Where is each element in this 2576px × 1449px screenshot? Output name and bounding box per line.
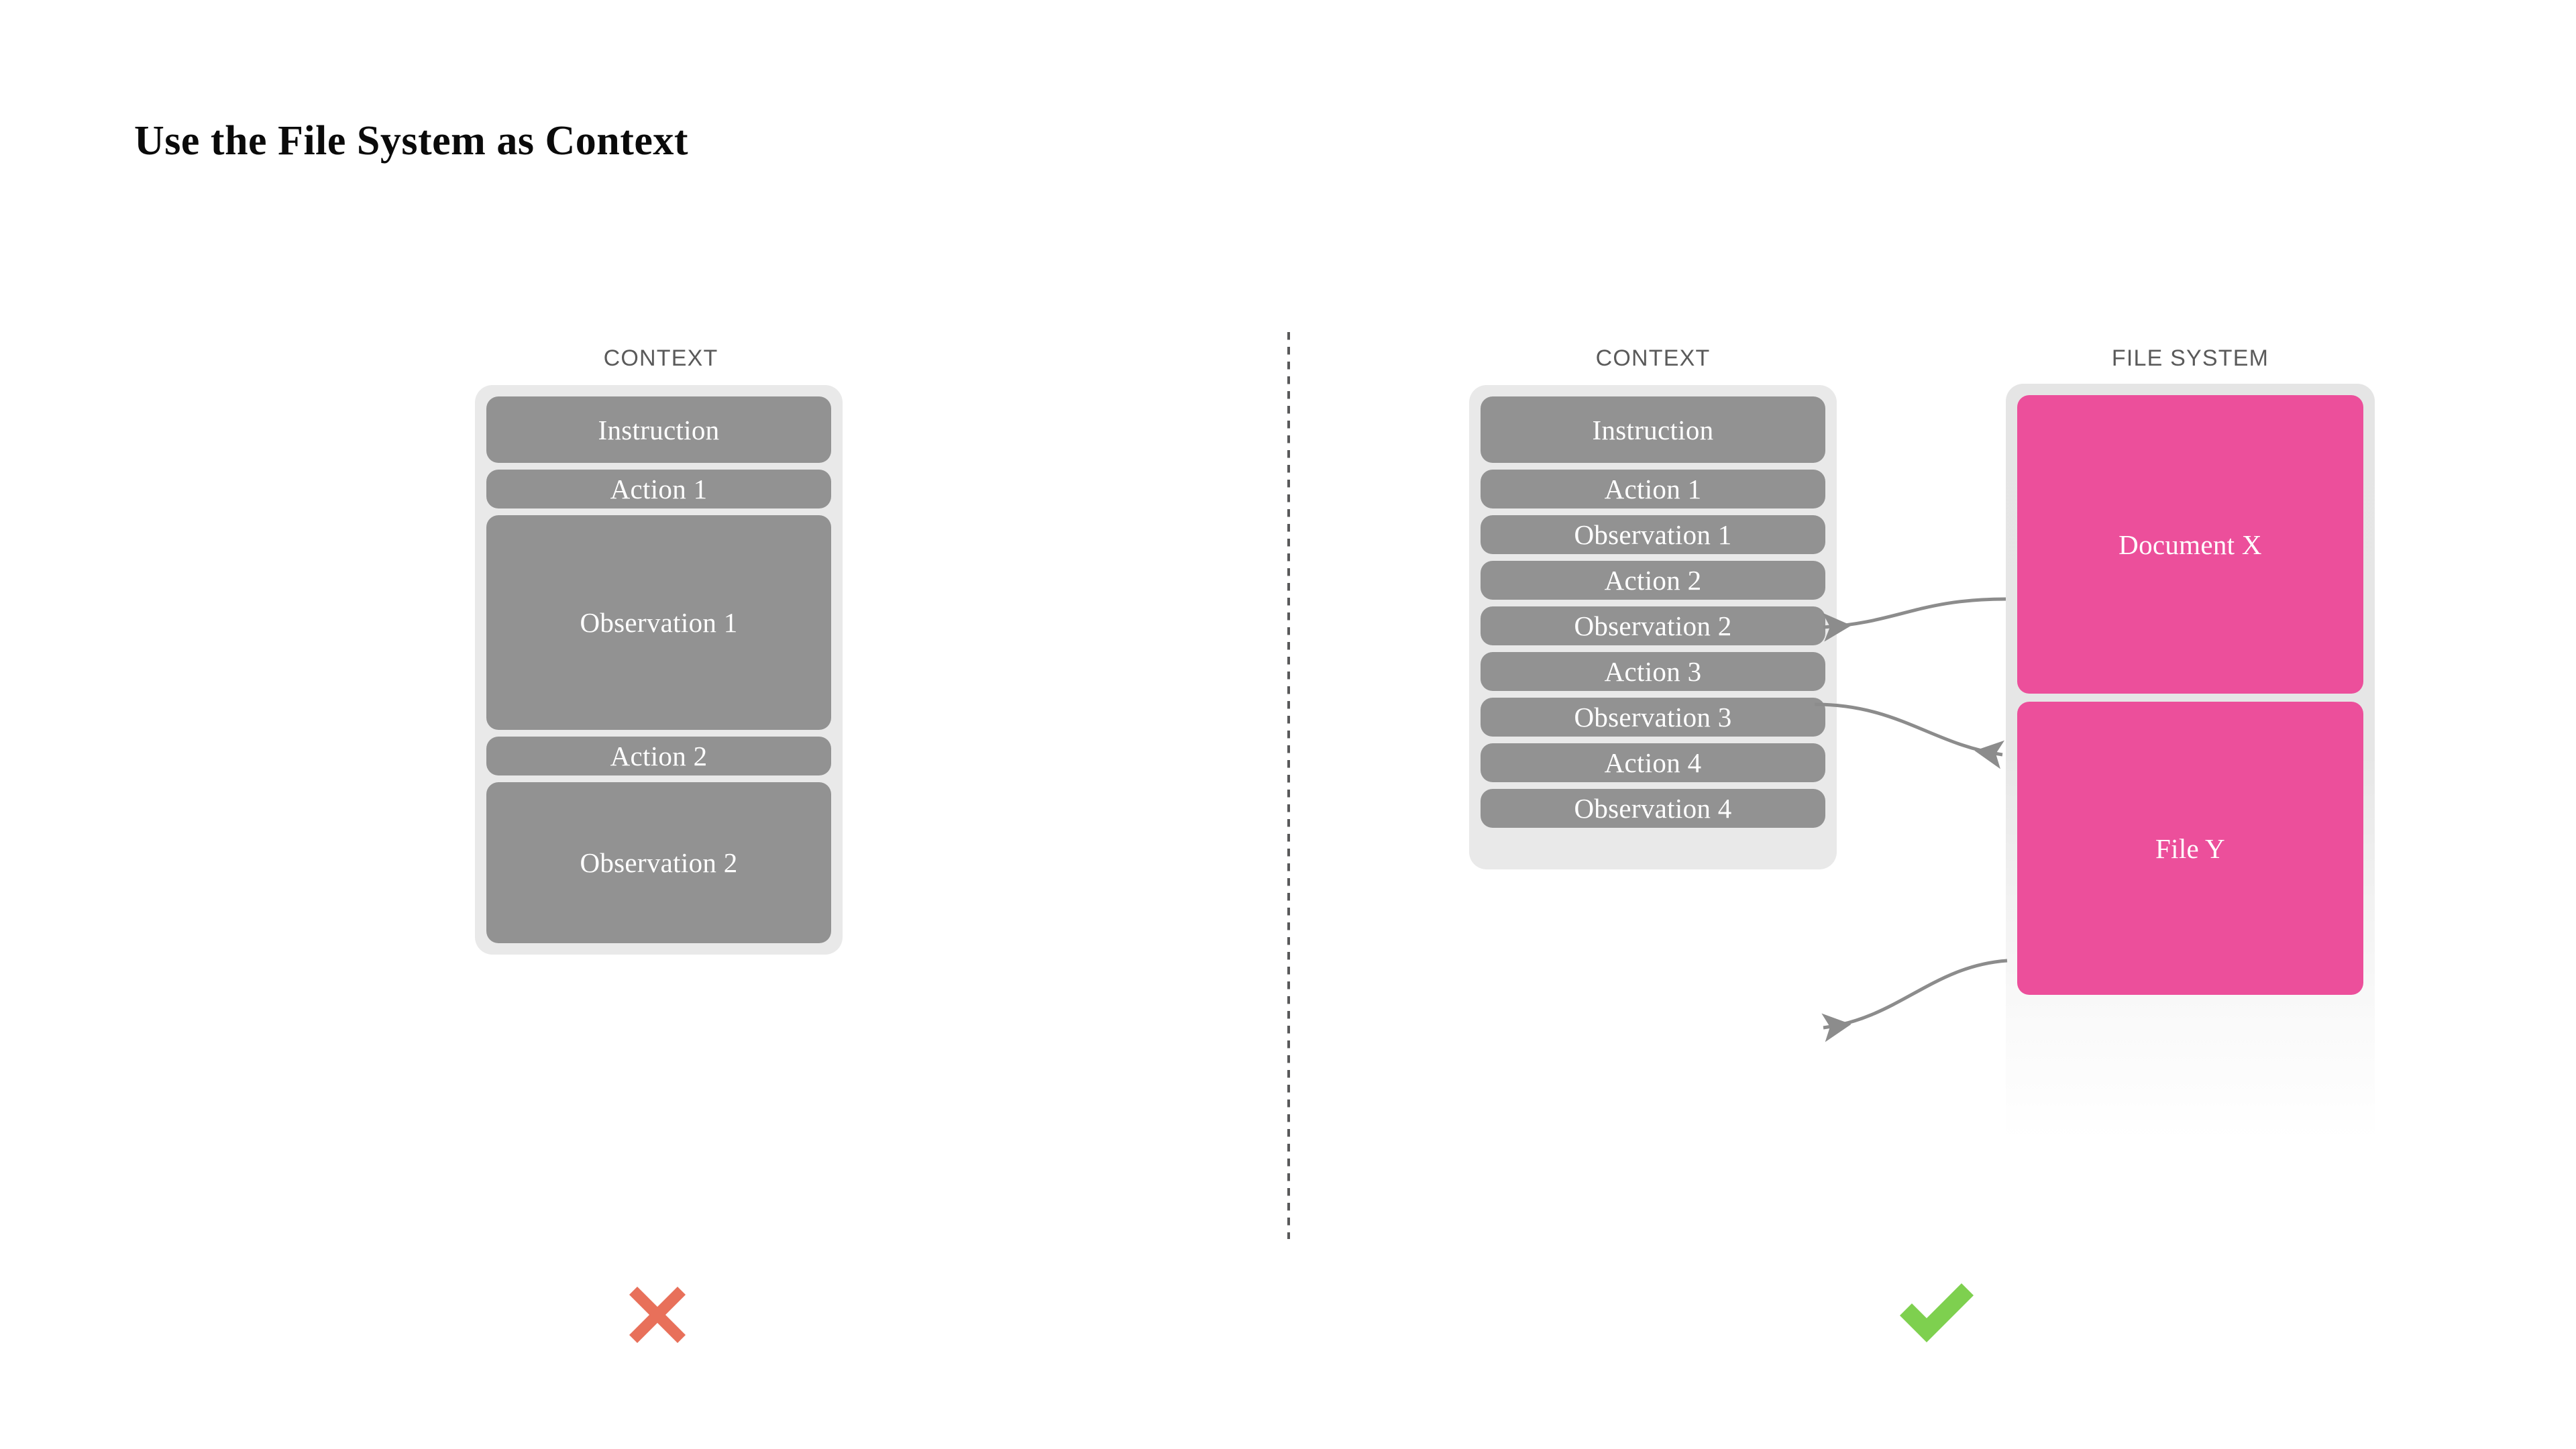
left-context-block: Observation 1 bbox=[486, 515, 831, 730]
right-context-block: Observation 3 bbox=[1481, 698, 1825, 737]
right-context-block-label: Instruction bbox=[1592, 414, 1714, 445]
left-context-block: Action 2 bbox=[486, 737, 831, 775]
right-context-block: Observation 4 bbox=[1481, 789, 1825, 828]
right-context-block: Observation 1 bbox=[1481, 515, 1825, 554]
section-divider bbox=[1287, 332, 1290, 1239]
right-context-label: CONTEXT bbox=[1595, 345, 1711, 371]
right-context-block: Action 2 bbox=[1481, 561, 1825, 600]
left-context-block-label: Observation 1 bbox=[580, 607, 738, 638]
right-context-block-label: Observation 4 bbox=[1574, 793, 1732, 824]
right-context-block: Action 4 bbox=[1481, 743, 1825, 782]
page-title: Use the File System as Context bbox=[134, 118, 689, 164]
left-context-block-label: Instruction bbox=[598, 414, 720, 445]
file-system-block-label: Document X bbox=[2118, 529, 2262, 560]
left-context-block: Instruction bbox=[486, 396, 831, 463]
left-context-label: CONTEXT bbox=[603, 345, 718, 371]
file-system-block: File Y bbox=[2017, 702, 2363, 995]
right-context-block: Observation 2 bbox=[1481, 606, 1825, 645]
right-context-block-label: Action 1 bbox=[1604, 474, 1702, 504]
file-system-block-label: File Y bbox=[2155, 833, 2225, 864]
check-mark-icon bbox=[1892, 1271, 1979, 1358]
right-context-block-label: Action 4 bbox=[1604, 747, 1702, 778]
left-context-block: Action 1 bbox=[486, 470, 831, 508]
arrow-file-y-to-action-4 bbox=[1821, 959, 2008, 1042]
right-context-block: Action 1 bbox=[1481, 470, 1825, 508]
left-context-block-label: Action 1 bbox=[610, 474, 708, 504]
right-context-block-label: Observation 2 bbox=[1574, 610, 1732, 641]
right-context-block: Action 3 bbox=[1481, 652, 1825, 691]
right-context-block-label: Action 2 bbox=[1604, 565, 1702, 596]
file-system-stack: Document X File Y bbox=[2006, 384, 2375, 1189]
cross-mark-icon bbox=[617, 1275, 698, 1358]
right-context-block-label: Action 3 bbox=[1604, 656, 1702, 687]
left-context-block: Observation 2 bbox=[486, 782, 831, 943]
arrow-document-x-to-observation-1 bbox=[1822, 597, 2006, 642]
file-system-block: Document X bbox=[2017, 395, 2363, 694]
file-system-label: FILE SYSTEM bbox=[2111, 345, 2269, 371]
right-context-block-label: Observation 1 bbox=[1574, 519, 1732, 550]
left-context-block-label: Action 2 bbox=[610, 741, 708, 771]
arrow-action-2-to-file-y bbox=[1814, 702, 2005, 769]
right-context-block-label: Observation 3 bbox=[1574, 702, 1732, 733]
left-context-block-label: Observation 2 bbox=[580, 847, 738, 878]
right-context-block: Instruction bbox=[1481, 396, 1825, 463]
